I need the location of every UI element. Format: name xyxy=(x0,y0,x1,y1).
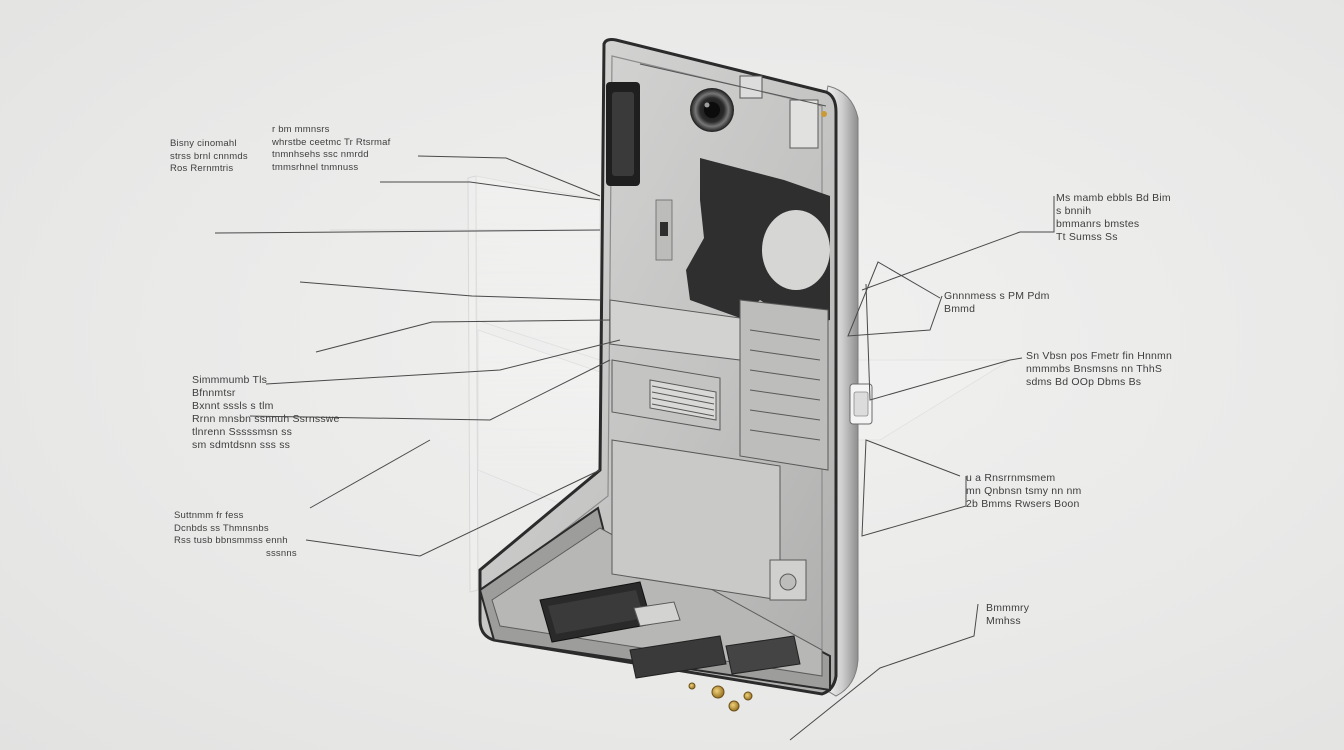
callout-line: nmmmbs Bnsmsns nn ThhS xyxy=(1026,363,1163,375)
callout-line: strss brnl cnnmds xyxy=(170,150,248,162)
sensor-icon xyxy=(821,111,827,117)
callout-line: Suttnmm fr fess xyxy=(174,510,244,521)
callout-line: bmmanrs bmstes xyxy=(1056,218,1140,230)
camera-module xyxy=(606,63,827,261)
callout-low-right: u a Rnsrrnmsmem mn Qnbnsn tsmy nn nm 2b … xyxy=(966,472,1081,511)
callout-low-left: Suttnmm fr fess Dcnbds ss Thmnsnbs Rss t… xyxy=(174,510,297,560)
callout-line: Bmmmry xyxy=(986,602,1030,614)
leader-lines xyxy=(214,155,1055,741)
callout-line: Bfnnmtsr xyxy=(192,387,236,399)
callout-line: 2b Bmms Rwsers Boon xyxy=(966,498,1080,510)
callout-line: Gnnnmess s PM Pdm xyxy=(944,290,1050,302)
callout-top-left-a: Bisny cinomahl strss brnl cnnmds Ros Rer… xyxy=(170,138,248,176)
callout-line: sdms Bd OOp Dbms Bs xyxy=(1026,376,1142,388)
callout-line: Mmhss xyxy=(986,615,1021,627)
callout-line: s bnnih xyxy=(1056,205,1092,217)
callout-line: Simmmumb Tls xyxy=(192,374,268,386)
battery-shield xyxy=(686,158,830,326)
callout-line: Sn Vbsn pos Fmetr fin Hnnmn xyxy=(1026,350,1173,362)
callout-line: r bm mmnsrs xyxy=(272,124,330,135)
callout-line: sssnns xyxy=(266,547,297,559)
callout-line: sm sdmtdsnn sss ss xyxy=(192,439,291,451)
callout-line: Rrnn mnsbn ssnnuh Ssrnsswe xyxy=(192,413,340,425)
callout-bottom-right: Bmmmry Mmhss xyxy=(986,602,1029,628)
callout-line: Bxnnt sssls s tlm xyxy=(192,400,274,412)
side-button-icon xyxy=(849,383,873,425)
callout-top-right: Ms mamb ebbls Bd Bim s bnnih bmmanrs bms… xyxy=(1056,192,1171,244)
callout-line: Bmmd xyxy=(944,303,976,315)
callout-line: Tt Sumss Ss xyxy=(1056,231,1118,243)
callout-mid-left: Simmmumb Tls Bfnnmtsr Bxnnt sssls s tlm … xyxy=(192,374,340,452)
callout-top-left-b: r bm mmnsrs whrstbe ceetmc Tr Rtsrmaf tn… xyxy=(272,124,391,174)
callout-mid-right-a: Gnnnmess s PM Pdm Bmmd xyxy=(944,290,1050,316)
callout-mid-right-b: Sn Vbsn pos Fmetr fin Hnnmn nmmmbs Bnsms… xyxy=(1026,350,1172,389)
callout-line: tlnrenn Sssssmsn ss xyxy=(192,426,293,438)
internal-components xyxy=(539,299,829,712)
callout-line: whrstbe ceetmc Tr Rtsrmaf xyxy=(272,136,391,148)
callout-line: Ros Rernmtris xyxy=(170,163,234,174)
callout-line: u a Rnsrrnmsmem xyxy=(966,472,1056,484)
callout-line: Bisny cinomahl xyxy=(170,138,237,149)
callout-line: tnmnhsehs ssc nmrdd xyxy=(272,149,369,160)
callout-line: Dcnbds ss Thmnsnbs xyxy=(174,522,269,534)
callout-line: Ms mamb ebbls Bd Bim xyxy=(1056,192,1171,204)
callout-line: mn Qnbnsn tsmy nn nm xyxy=(966,485,1082,497)
callout-line: Rss tusb bbnsmmss ennh xyxy=(174,535,288,546)
callout-line: tmmsrhnel tnmnuss xyxy=(272,161,359,173)
